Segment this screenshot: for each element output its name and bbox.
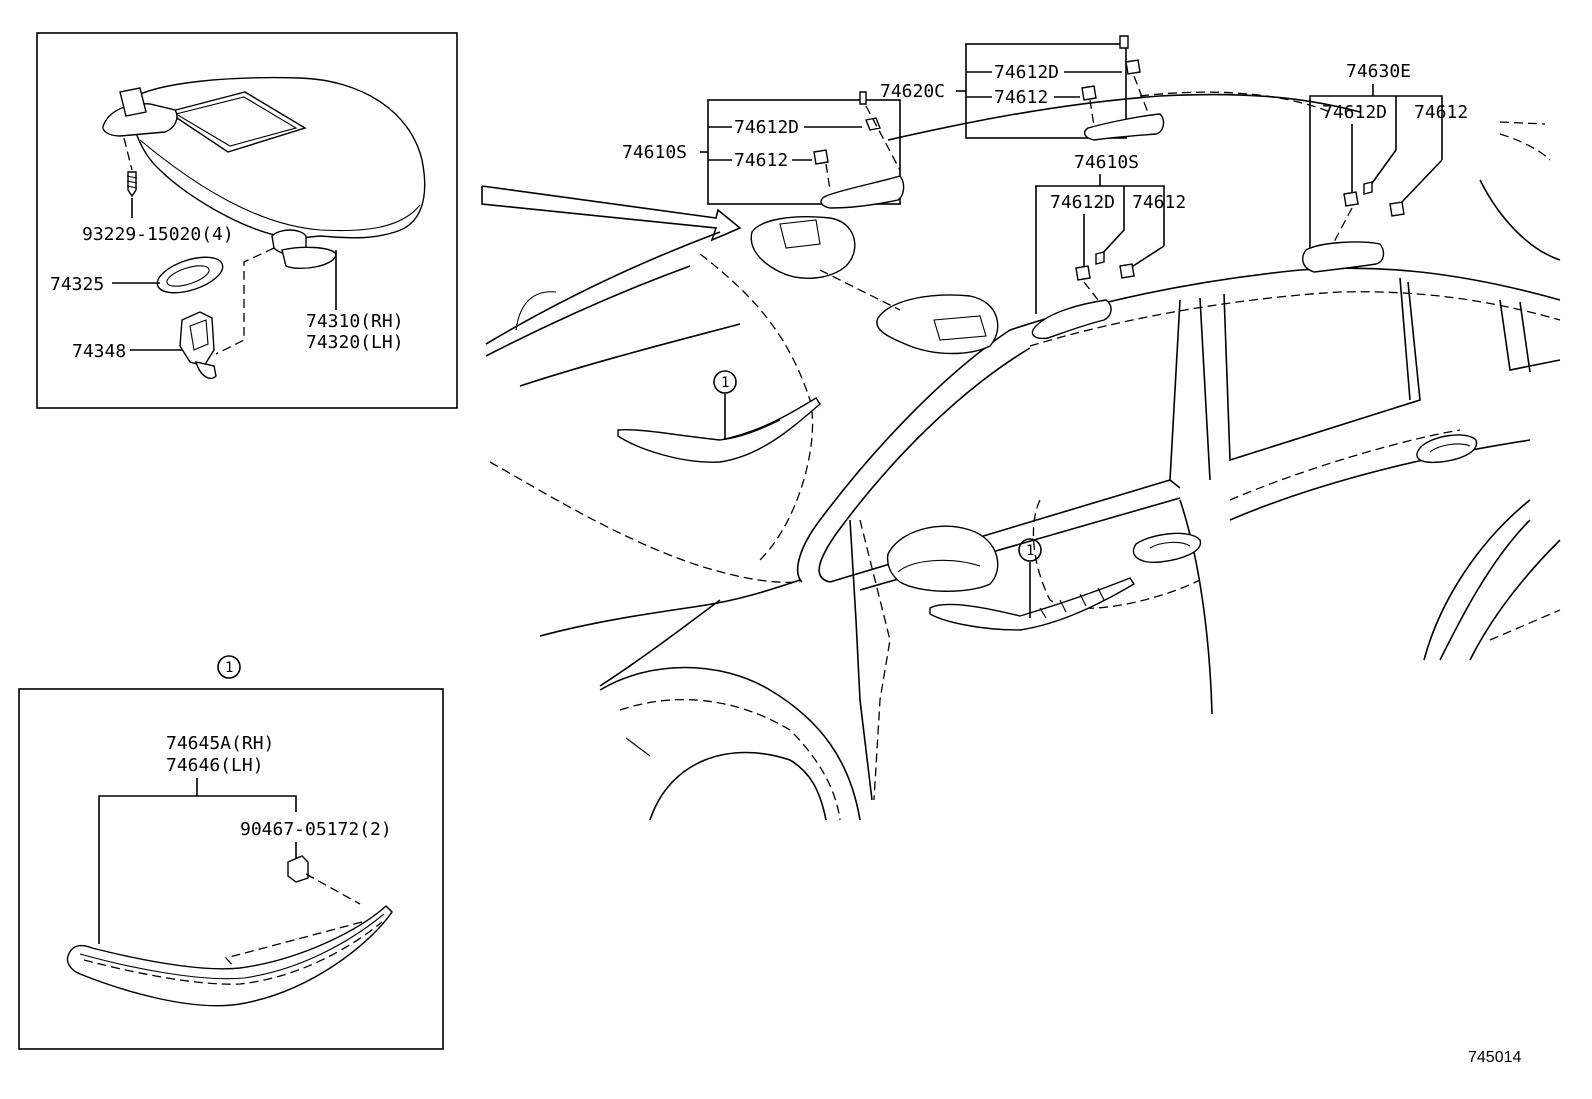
visor-rh-label: 74310(RH) xyxy=(306,311,404,332)
screw-label: 93229-15020(4) xyxy=(82,224,234,245)
holder-label: 74348 xyxy=(72,341,126,362)
grip-rear-right-cap-label: 74612 xyxy=(1414,102,1468,123)
grip-rear-left: 74610S 74612D 74612 xyxy=(1031,152,1186,340)
trim-detail-panel: 74645A(RH) 74646(LH) 90467-05172(2) xyxy=(18,688,444,1050)
grip-front-right-assembly-label: 74620C xyxy=(880,81,945,102)
svg-text:1: 1 xyxy=(1026,543,1034,559)
visor-detail-frame xyxy=(36,32,458,409)
svg-text:1: 1 xyxy=(225,660,233,676)
grip-front-left-assembly-label: 74610S xyxy=(622,142,687,163)
trim-lh-label: 74646(LH) xyxy=(166,755,264,776)
grip-front-left-cap-d-label: 74612D xyxy=(734,117,799,138)
figure-code: 745014 xyxy=(1468,1049,1521,1066)
grip-rear-left-cap-label: 74612 xyxy=(1132,192,1186,213)
grip-front-left-cap-label: 74612 xyxy=(734,150,788,171)
vehicle-callout-marker-side: 1 xyxy=(1018,538,1042,562)
grip-rear-left-cap-d-label: 74612D xyxy=(1050,192,1115,213)
grip-front-right: 74620C 74612D 74612 xyxy=(880,35,1165,141)
clip-label: 90467-05172(2) xyxy=(240,819,392,840)
trim-callout-marker: 1 xyxy=(217,655,241,679)
svg-text:1: 1 xyxy=(721,375,729,391)
visor-lh-label: 74320(LH) xyxy=(306,332,404,353)
grip-front-right-cap-d-label: 74612D xyxy=(994,62,1059,83)
grip-rear-right-assembly-label: 74630E xyxy=(1346,61,1411,82)
holder-cover-drawing xyxy=(156,256,224,294)
vehicle-callout-marker-front: 1 xyxy=(713,370,737,394)
grip-rear-left-assembly-label: 74610S xyxy=(1074,152,1139,173)
clip-drawing xyxy=(287,855,309,883)
grip-rear-right-cap-d-label: 74612D xyxy=(1322,102,1387,123)
trim-strip-drawing xyxy=(66,905,393,1007)
direction-arrow xyxy=(481,185,742,242)
holder-cover-label: 74325 xyxy=(50,274,104,295)
screw-drawing xyxy=(126,171,138,198)
visor-detail-panel: 93229-15020(4) 74325 74348 74310(RH) 743… xyxy=(36,32,458,409)
trim-detail-frame xyxy=(18,688,444,1050)
vehicle-visor-drawings xyxy=(617,216,1135,631)
trim-rh-label: 74645A(RH) xyxy=(166,733,274,754)
grip-rear-right: 74630E 74612D 74612 xyxy=(1302,61,1468,273)
grip-front-left: 74610S 74612D 74612 xyxy=(622,91,905,209)
grip-front-right-cap-label: 74612 xyxy=(994,87,1048,108)
holder-drawing xyxy=(179,311,217,380)
sun-visor-drawing xyxy=(102,76,426,270)
vehicle-body-drawing xyxy=(481,91,1561,821)
